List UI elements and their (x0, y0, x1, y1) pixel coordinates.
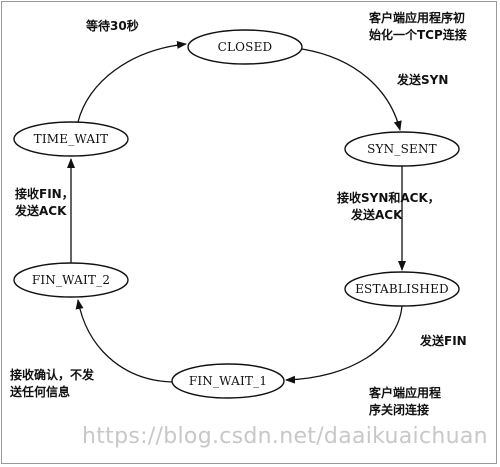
state-label-time-wait: TIME_WAIT (33, 132, 109, 146)
annotation-client-init-line1: 客户端应用程序初 (369, 11, 466, 25)
arrow-closed-to-syn-sent (301, 48, 402, 131)
annotation-recv-fin: 接收FIN， 发送ACK (15, 186, 74, 220)
annotation-client-close: 客户端应用程 序关闭连接 (369, 385, 441, 419)
state-node-closed (187, 29, 303, 65)
annotation-recv-synack: 接收SYN和ACK， 发送ACK (337, 190, 440, 224)
annotation-recv-synack-line2: 发送ACK (351, 208, 403, 222)
annotation-wait-30s-text: 等待30秒 (86, 19, 139, 33)
annotation-client-init-line2: 始化一个TCP连接 (369, 28, 467, 42)
annotation-send-fin-text: 发送FIN (420, 334, 467, 348)
state-label-syn-sent: SYN_SENT (367, 142, 437, 156)
annotation-client-init: 客户端应用程序初 始化一个TCP连接 (369, 10, 467, 44)
arrow-established-to-fin-wait-1 (285, 305, 403, 384)
annotation-recv-ack: 接收确认，不发 送任何信息 (10, 367, 94, 401)
annotation-send-syn-text: 发送SYN (397, 73, 449, 87)
annotation-send-syn: 发送SYN (397, 72, 448, 89)
watermark-url: https://blog.csdn.net/daaikuaichuan (82, 424, 488, 449)
annotation-recv-synack-line1: 接收SYN和ACK， (337, 191, 440, 205)
arrow-time-wait-to-closed (77, 40, 187, 123)
annotation-recv-ack-line1: 接收确认，不发 (10, 368, 95, 382)
state-label-closed: CLOSED (217, 40, 273, 54)
annotation-wait-30s: 等待30秒 (86, 18, 139, 35)
state-label-established: ESTABLISHED (355, 282, 449, 296)
annotation-recv-fin-line1: 接收FIN， (15, 187, 74, 201)
state-label-fin-wait-1: FIN_WAIT_1 (188, 374, 268, 388)
state-node-fin-wait-1 (171, 363, 285, 399)
state-node-time-wait (13, 121, 129, 157)
annotation-recv-fin-line2: 发送ACK (15, 204, 67, 218)
annotation-client-close-line1: 客户端应用程 (369, 386, 442, 400)
annotation-client-close-line2: 序关闭连接 (369, 403, 430, 417)
arrow-fin-wait-1-to-fin-wait-2 (75, 299, 173, 383)
state-label-fin-wait-2: FIN_WAIT_2 (31, 273, 111, 287)
annotation-recv-ack-line2: 送任何信息 (10, 385, 71, 399)
annotation-send-fin: 发送FIN (420, 333, 467, 350)
